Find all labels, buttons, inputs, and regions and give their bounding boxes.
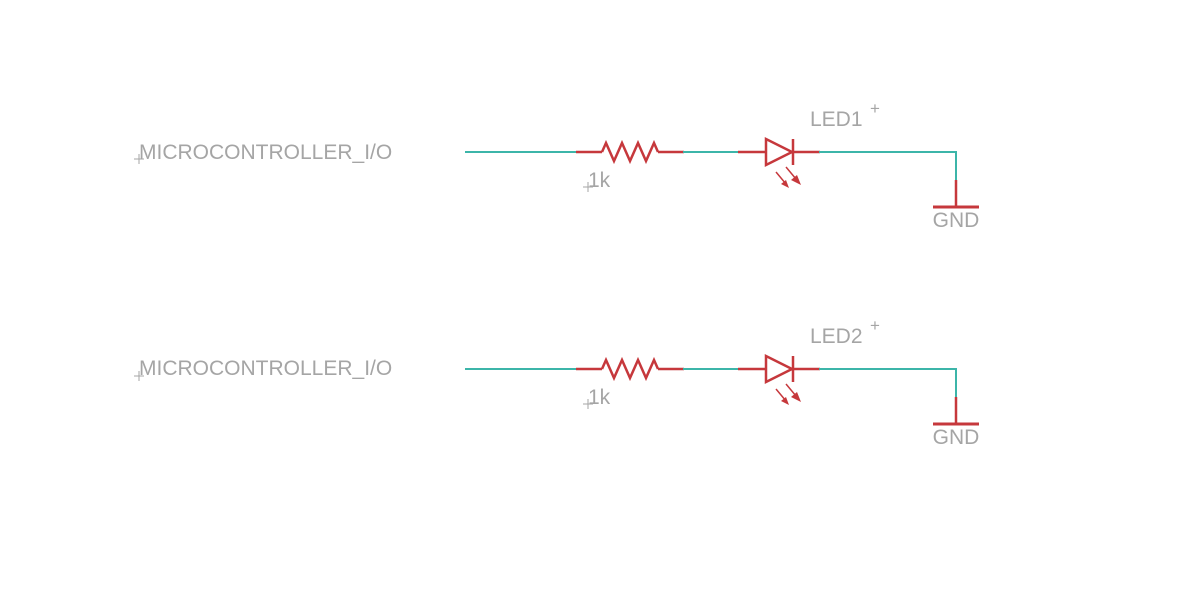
resistor[interactable] bbox=[576, 356, 684, 382]
net-label[interactable]: MICROCONTROLLER_I/O bbox=[139, 357, 392, 380]
resistor-value[interactable]: 1k bbox=[588, 386, 611, 409]
led-polarity-marker: + bbox=[870, 316, 880, 335]
wire-led-ground[interactable] bbox=[819, 151, 957, 181]
diode-triangle-icon bbox=[764, 136, 795, 168]
net-label-origin-mark bbox=[134, 154, 144, 164]
led[interactable] bbox=[738, 136, 820, 188]
led-name[interactable]: LED2 bbox=[810, 325, 863, 348]
light-emission-arrows-icon bbox=[775, 166, 801, 188]
resistor-value-origin-mark bbox=[583, 399, 593, 409]
ground-label[interactable]: GND bbox=[933, 426, 980, 449]
light-emission-arrows-icon bbox=[775, 383, 801, 405]
led[interactable] bbox=[738, 353, 820, 405]
resistor-value[interactable]: 1k bbox=[588, 169, 611, 192]
resistor-zigzag-icon bbox=[600, 356, 660, 382]
ground-symbol-icon[interactable] bbox=[933, 180, 979, 209]
resistor-zigzag-icon bbox=[600, 139, 660, 165]
ground-label[interactable]: GND bbox=[933, 209, 980, 232]
led-name[interactable]: LED1 bbox=[810, 108, 863, 131]
resistor[interactable] bbox=[576, 139, 684, 165]
circuit-1: MICROCONTROLLER_I/O 1k LED1 + bbox=[134, 99, 979, 232]
resistor-value-origin-mark bbox=[583, 182, 593, 192]
led-polarity-marker: + bbox=[870, 99, 880, 118]
circuit-2: MICROCONTROLLER_I/O 1k LED2 + bbox=[134, 316, 979, 449]
ground-symbol-icon[interactable] bbox=[933, 397, 979, 426]
net-label[interactable]: MICROCONTROLLER_I/O bbox=[139, 141, 392, 164]
wire-led-ground[interactable] bbox=[819, 368, 957, 398]
diode-triangle-icon bbox=[764, 353, 795, 385]
net-label-origin-mark bbox=[134, 371, 144, 381]
